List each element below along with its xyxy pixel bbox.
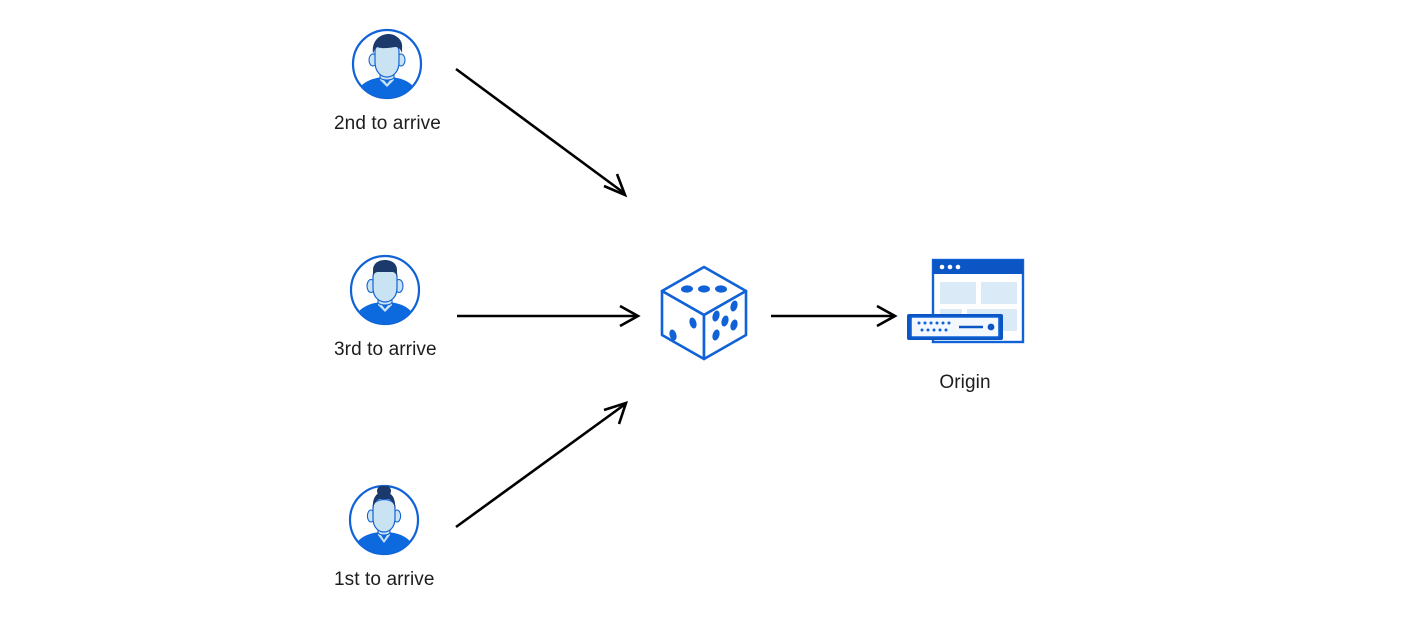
- user-avatar-icon: [347, 483, 421, 557]
- arrow-dice-to-origin: [771, 304, 898, 328]
- user-avatar-icon: [348, 253, 422, 327]
- node-label-user-2nd: 2nd to arrive: [334, 113, 441, 134]
- node-label-origin: Origin: [939, 372, 991, 393]
- arrow-3rd-to-dice: [457, 304, 641, 328]
- dice-icon: [658, 263, 750, 363]
- arrow-1st-to-dice: [455, 400, 629, 529]
- arrow-2nd-to-dice: [455, 67, 628, 198]
- server-appliance-glyph: [907, 314, 1003, 340]
- user-avatar-icon: [350, 27, 424, 101]
- node-user-2nd: 2nd to arrive: [334, 27, 441, 135]
- node-label-user-3rd: 3rd to arrive: [334, 339, 437, 360]
- node-user-1st: 1st to arrive: [334, 483, 435, 591]
- node-label-user-1st: 1st to arrive: [334, 569, 435, 590]
- node-origin: Origin: [905, 258, 1025, 394]
- node-user-3rd: 3rd to arrive: [334, 253, 437, 361]
- origin-server-icon: [905, 258, 1025, 358]
